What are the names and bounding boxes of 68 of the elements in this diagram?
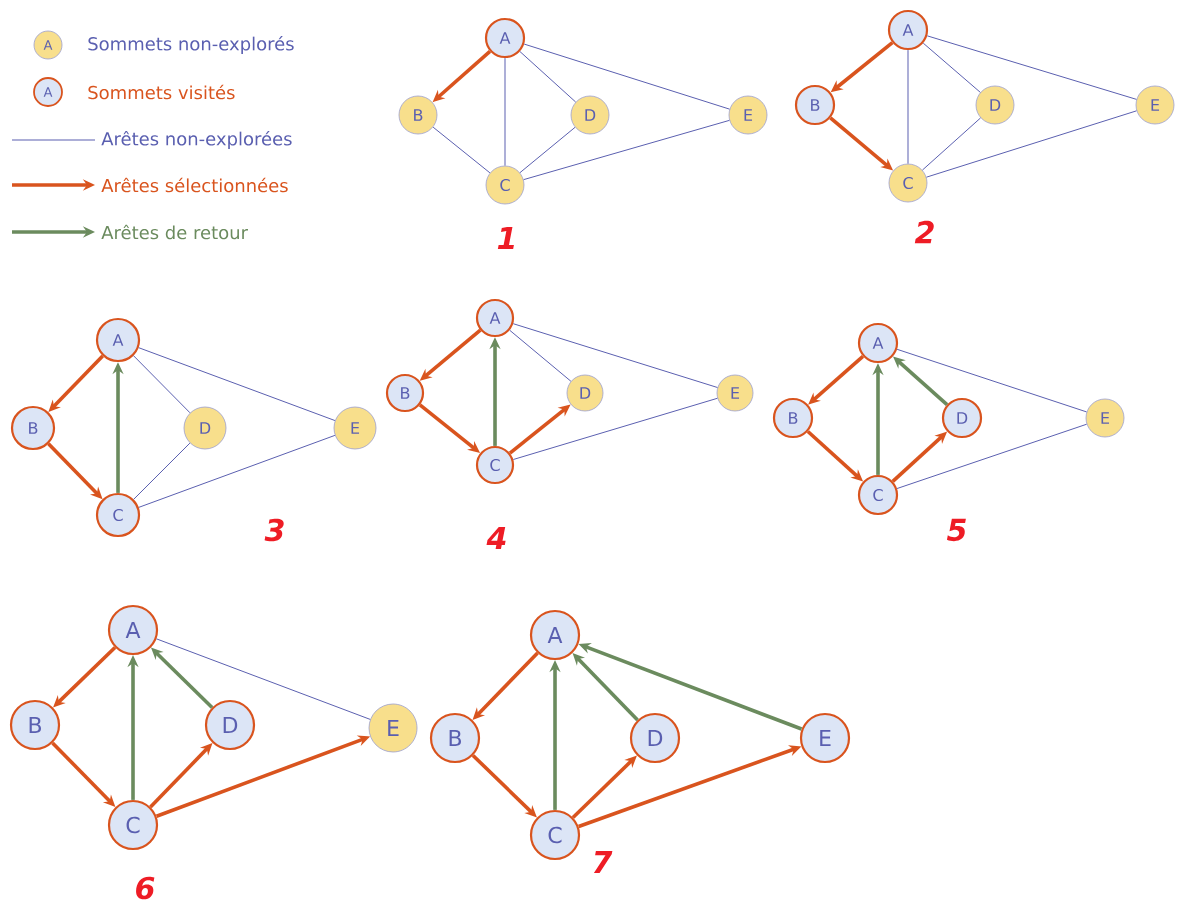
graph-vertex: E xyxy=(799,712,851,764)
step-number: 3 xyxy=(264,518,284,542)
graph-vertex: C xyxy=(529,809,581,861)
graph-vertex: E xyxy=(716,374,754,412)
edge-line xyxy=(523,119,730,181)
edge-line xyxy=(512,397,718,460)
edge-line xyxy=(504,57,506,167)
step-number: 7 xyxy=(593,851,613,873)
graph-vertex: A xyxy=(529,609,581,661)
legend-text: Arêtes non-explorées xyxy=(101,130,292,150)
edge-line xyxy=(926,110,1137,178)
graph-vertex: D xyxy=(570,95,610,135)
graph-vertex: D xyxy=(941,397,983,439)
legend-text: Sommets visités xyxy=(88,84,235,100)
arrow xyxy=(808,354,865,405)
legend-text: Arêtes de retour xyxy=(101,224,248,240)
graph-vertex: E xyxy=(333,406,377,450)
graph-vertex: E xyxy=(368,703,418,753)
graph-vertex: B xyxy=(9,699,61,751)
graph-vertex: A xyxy=(95,317,141,363)
edge-line xyxy=(138,434,336,508)
graph-vertex: A xyxy=(484,17,526,59)
edge-line xyxy=(156,638,371,720)
graph-vertex: E xyxy=(728,95,768,135)
edge-line xyxy=(133,355,191,414)
edge-line xyxy=(133,442,191,500)
edge-line xyxy=(523,43,730,110)
edge-line xyxy=(432,126,491,174)
edge-line xyxy=(896,348,1088,413)
graph-vertex: D xyxy=(975,85,1015,125)
graph-vertex: C xyxy=(888,163,928,203)
legend-text: Sommets non-explorés xyxy=(88,35,294,55)
graph-vertex: C xyxy=(485,165,525,205)
graph-vertex: A xyxy=(887,9,929,51)
graph-vertex: C xyxy=(857,474,899,516)
graph-vertex: C xyxy=(107,799,159,851)
edge-line xyxy=(922,42,981,93)
edge-line xyxy=(519,51,577,103)
graph-vertex: B xyxy=(398,95,438,135)
graph-vertex: D xyxy=(629,712,681,764)
edge-line xyxy=(138,347,336,422)
graph-vertex: B xyxy=(385,373,425,413)
edge-line xyxy=(896,423,1088,490)
step-number: 5 xyxy=(946,518,966,542)
step-number: 1 xyxy=(497,227,514,249)
graph-vertex: E xyxy=(1085,398,1125,438)
graph-vertex: D xyxy=(183,406,227,450)
graph-vertex: D xyxy=(204,699,256,751)
step-number: 4 xyxy=(486,527,506,549)
graph-vertex: A xyxy=(857,322,899,364)
graph-vertex: B xyxy=(794,84,836,126)
edge-line xyxy=(921,117,982,171)
graph-vertex: A xyxy=(107,604,159,656)
graph-vertex: C xyxy=(475,445,515,485)
graph-vertex: E xyxy=(1135,85,1175,125)
edge-line xyxy=(512,323,718,388)
edge-line xyxy=(907,49,909,165)
edge-line xyxy=(926,35,1137,100)
graph-vertex: D xyxy=(566,374,604,412)
legend-text: Arêtes sélectionnées xyxy=(101,177,288,193)
edge-line xyxy=(519,126,576,174)
graph-vertex: A xyxy=(475,298,515,338)
edge-line xyxy=(509,329,572,382)
graph-vertex: B xyxy=(772,397,814,439)
graph-vertex: B xyxy=(10,405,56,451)
step-number: 2 xyxy=(914,220,934,244)
graph-vertex: C xyxy=(95,492,141,538)
graph-vertex: B xyxy=(429,712,481,764)
